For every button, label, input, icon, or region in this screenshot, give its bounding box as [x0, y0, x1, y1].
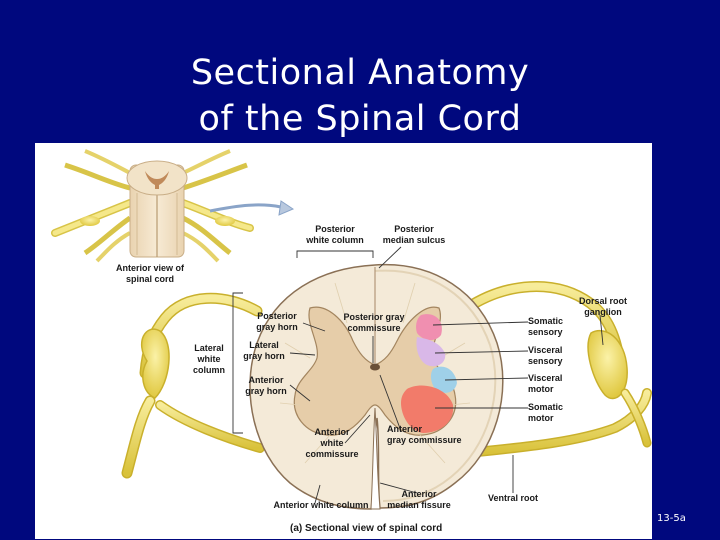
spinal-nerves — [121, 281, 652, 479]
label-visceral-motor-1: Visceral — [528, 373, 562, 383]
label-dorsal-root-ganglion-2: ganglion — [584, 307, 622, 317]
label-lateral-white-column-2: white — [196, 354, 220, 364]
label-posterior-gray-commissure-2: commissure — [347, 323, 400, 333]
visceral-motor-zone — [430, 366, 457, 393]
diagram-labels: Posterior white column Posterior median … — [193, 224, 627, 534]
label-posterior-white-column-1: Posterior — [315, 224, 355, 234]
inset-label-line-2: spinal cord — [126, 274, 174, 284]
label-anterior-gray-horn-1: Anterior — [248, 375, 284, 385]
label-anterior-gray-commissure-2: gray commissure — [387, 435, 462, 445]
title-line-1: Sectional Anatomy — [190, 53, 530, 93]
label-anterior-median-fissure-2: median fissure — [387, 500, 451, 510]
label-visceral-sensory-2: sensory — [528, 356, 563, 366]
label-visceral-sensory-1: Visceral — [528, 345, 562, 355]
label-anterior-white-commissure-1: Anterior — [314, 427, 350, 437]
figure-caption: (a) Sectional view of spinal cord — [290, 523, 442, 534]
spinal-cord-figure: Anterior view of spinal cord — [35, 143, 652, 539]
label-posterior-gray-commissure-1: Posterior gray — [343, 312, 404, 322]
label-anterior-median-fissure-1: Anterior — [401, 489, 437, 499]
label-lateral-gray-horn-1: Lateral — [249, 340, 279, 350]
label-somatic-motor-2: motor — [528, 413, 554, 423]
label-anterior-white-commissure-2: white — [319, 438, 343, 448]
label-visceral-motor-2: motor — [528, 384, 554, 394]
cord-cross-section — [249, 263, 504, 510]
somatic-motor-zone — [401, 385, 454, 433]
label-anterior-gray-commissure-1: Anterior — [387, 424, 423, 434]
label-lateral-gray-horn-2: gray horn — [243, 351, 285, 361]
label-dorsal-root-ganglion-1: Dorsal root — [579, 296, 627, 306]
slide-number: 13-5a — [657, 513, 686, 524]
label-posterior-gray-horn-2: gray horn — [256, 322, 298, 332]
label-somatic-sensory-1: Somatic — [528, 316, 563, 326]
somatic-sensory-zone — [416, 314, 442, 341]
label-somatic-motor-1: Somatic — [528, 402, 563, 412]
inset-label-line-1: Anterior view of — [116, 263, 185, 273]
inset-anterior-view: Anterior view of spinal cord — [51, 149, 295, 284]
label-posterior-median-sulcus-2: median sulcus — [383, 235, 446, 245]
label-posterior-median-sulcus-1: Posterior — [394, 224, 434, 234]
spinal-cord-diagram: Anterior view of spinal cord — [51, 149, 652, 534]
label-lateral-white-column-1: Lateral — [194, 343, 224, 353]
label-anterior-white-column: Anterior white column — [273, 500, 368, 510]
label-ventral-root: Ventral root — [488, 493, 538, 503]
label-anterior-white-commissure-3: commissure — [305, 449, 358, 459]
title-line-2: of the Spinal Cord — [198, 99, 522, 139]
label-somatic-sensory-2: sensory — [528, 327, 563, 337]
label-lateral-white-column-3: column — [193, 365, 225, 375]
leader-lines — [232, 246, 604, 504]
visceral-sensory-zone — [416, 337, 446, 367]
label-anterior-gray-horn-2: gray horn — [245, 386, 287, 396]
slide-title: Sectional Anatomy of the Spinal Cord — [0, 50, 720, 142]
label-posterior-gray-horn-1: Posterior — [257, 311, 297, 321]
label-posterior-white-column-2: white column — [305, 235, 364, 245]
